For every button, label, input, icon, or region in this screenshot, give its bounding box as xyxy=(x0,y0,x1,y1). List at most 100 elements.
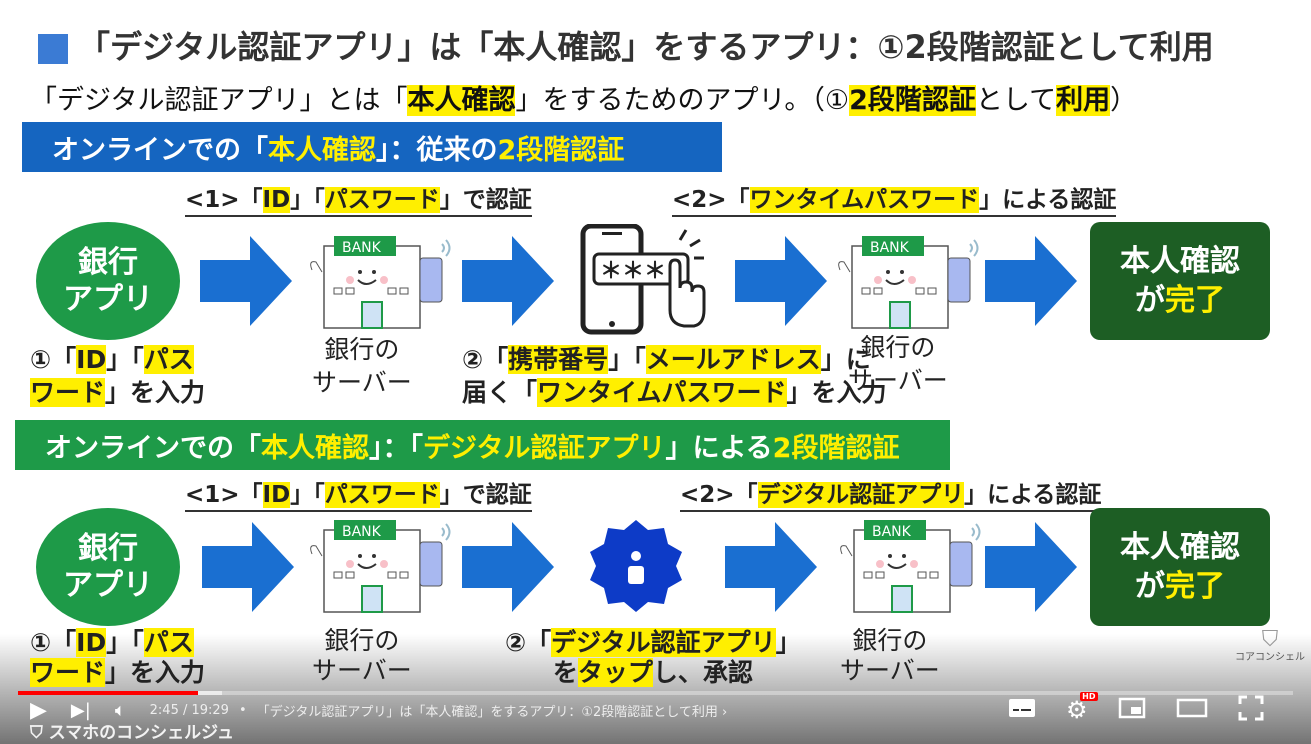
bank-app-l2: アプリ xyxy=(63,282,153,317)
progress-bar[interactable] xyxy=(18,691,1293,695)
row1-step2-label: <2>「ワンタイムパスワード」による認証 xyxy=(672,180,1117,217)
watermark-logo-icon: ⛉ xyxy=(1261,627,1279,652)
text-segment: オンラインでの「 xyxy=(52,134,268,166)
highlighted-text: 完了 xyxy=(1165,569,1225,604)
caption-otp: ②「携帯番号」「メールアドレス」に届く「ワンタイムパスワード」を入力 xyxy=(462,344,887,409)
text-segment: 」に xyxy=(820,345,871,374)
highlighted-text: 利用 xyxy=(1056,85,1111,116)
arrow-icon xyxy=(725,522,817,616)
highlighted-text: ワード xyxy=(30,658,106,687)
text-segment: 「デジタル認証アプリ」とは「 xyxy=(30,85,408,116)
text-segment: ②「 xyxy=(505,628,552,657)
bank-app-l1: 銀行 xyxy=(78,244,138,280)
caption-server: 銀行のサーバー xyxy=(312,334,412,399)
highlighted-text: 本人確認 xyxy=(268,134,376,166)
highlighted-text: ワード xyxy=(30,377,106,407)
time-display: 2:45 / 19:29 xyxy=(149,702,229,718)
highlighted-text: デジタル認証アプリ xyxy=(551,628,776,657)
caption-input: ①「ID」「パスワード」を入力 xyxy=(30,344,205,409)
arrow-icon xyxy=(202,522,294,616)
text-segment: を xyxy=(552,658,578,687)
highlighted-text: パスワード xyxy=(324,187,440,213)
bank-app-l2: アプリ xyxy=(63,568,153,603)
text-segment: 」による認証 xyxy=(964,482,1102,508)
text-segment: 届く「 xyxy=(462,377,538,407)
highlighted-text: ID xyxy=(76,345,107,374)
bank-server-icon: BANK xyxy=(830,230,980,334)
fullscreen-icon[interactable] xyxy=(1238,695,1264,725)
server-l2: サーバー xyxy=(840,656,940,685)
theater-mode-icon[interactable] xyxy=(1176,697,1208,723)
highlighted-text: 2段階認証 xyxy=(849,85,976,116)
text-segment: 」 xyxy=(775,628,801,657)
text-segment: <2>「 xyxy=(680,482,758,508)
channel-watermark-left: ⛉ スマホのコンシェルジュ xyxy=(30,723,234,743)
text-segment: 」を入力 xyxy=(786,377,887,407)
play-icon[interactable]: ▶ xyxy=(30,697,47,723)
caption-app-tap: ②「デジタル認証アプリ」をタップし、承認 xyxy=(505,628,801,688)
text-segment: として xyxy=(975,85,1057,116)
text-segment: 」を入力 xyxy=(105,658,206,687)
progress-played xyxy=(18,691,198,695)
subtitles-icon[interactable] xyxy=(1008,698,1036,722)
text-segment: 」による xyxy=(665,432,773,464)
text-segment: 」をするためのアプリ。（① xyxy=(515,85,850,116)
text-segment: 」：「 xyxy=(369,432,423,464)
text-segment: 」「 xyxy=(290,482,325,508)
bank-app-circle: 銀行アプリ xyxy=(36,508,180,626)
watermark-right-text: コアコンシェル xyxy=(1235,652,1305,664)
bank-app-l1: 銀行 xyxy=(78,530,138,566)
text-segment: 」を入力 xyxy=(105,377,206,407)
text-segment: オンラインでの「 xyxy=(45,432,261,464)
highlighted-text: 完了 xyxy=(1165,283,1225,318)
text-segment: <2>「 xyxy=(672,187,750,213)
bank-server-icon: BANK xyxy=(302,514,452,618)
arrow-icon xyxy=(462,236,554,330)
volume-icon[interactable]: 🔈︎ xyxy=(114,699,126,721)
highlighted-text: デジタル認証アプリ xyxy=(757,482,965,508)
text-segment: ①「 xyxy=(30,628,77,657)
highlighted-text: パス xyxy=(143,345,194,374)
svg-text:BANK: BANK xyxy=(870,240,910,256)
highlighted-text: メールアドレス xyxy=(645,345,821,374)
slide-title-text: 「デジタル認証アプリ」は「本人確認」をするアプリ：①2段階認証として利用 xyxy=(78,28,1214,66)
next-icon[interactable]: ▶| xyxy=(70,699,91,721)
highlighted-text: ID xyxy=(262,482,291,508)
highlighted-text: ID xyxy=(76,628,107,657)
text-segment: 」：従来の xyxy=(376,134,498,166)
verification-complete-box: 本人確認が完了 xyxy=(1090,508,1270,626)
slide-title: 「デジタル認証アプリ」は「本人確認」をするアプリ：①2段階認証として利用 xyxy=(38,22,1214,68)
highlighted-text: ID xyxy=(262,187,291,213)
bank-app-circle: 銀行アプリ xyxy=(36,222,180,340)
phone-otp-icon: ＊＊＊ xyxy=(580,223,710,340)
server-l1: 銀行の xyxy=(324,335,400,364)
svg-text:BANK: BANK xyxy=(342,524,382,540)
text-segment: 」「 xyxy=(608,345,646,374)
text-segment: 本人確認 xyxy=(1120,530,1240,565)
caption-server: 銀行のサーバー xyxy=(312,626,412,686)
text-segment: し、承認 xyxy=(652,658,753,687)
server-l2: サーバー xyxy=(848,365,948,395)
settings-icon[interactable]: ⚙HD xyxy=(1066,692,1098,724)
text-segment: 」による認証 xyxy=(979,187,1117,213)
watermark-left-text: スマホのコンシェルジュ xyxy=(48,723,234,743)
highlighted-text: ワンタイムパスワード xyxy=(537,377,787,407)
miniplayer-icon[interactable] xyxy=(1118,697,1146,723)
slide-subtitle: 「デジタル認証アプリ」とは「本人確認」をするためのアプリ。（①2段階認証として利… xyxy=(30,78,1137,117)
text-segment: ②「 xyxy=(462,345,509,374)
right-controls: ⚙HD xyxy=(1008,692,1264,725)
verification-complete-box: 本人確認が完了 xyxy=(1090,222,1270,340)
highlighted-text: パスワード xyxy=(324,482,440,508)
arrow-icon xyxy=(985,522,1077,616)
chapter-title[interactable]: 「デジタル認証アプリ」は「本人確認」をするアプリ：①2段階認証として利用 › xyxy=(256,704,728,720)
arrow-icon xyxy=(985,236,1077,330)
digital-auth-app-icon xyxy=(588,518,684,618)
caption-server: 銀行のサーバー xyxy=(840,626,940,686)
server-l1: 銀行の xyxy=(324,626,400,655)
bank-server-icon: BANK xyxy=(832,514,982,618)
highlighted-text: 2段階認証 xyxy=(497,134,625,166)
channel-watermark-right: ⛉コアコンシェル xyxy=(1232,627,1308,664)
